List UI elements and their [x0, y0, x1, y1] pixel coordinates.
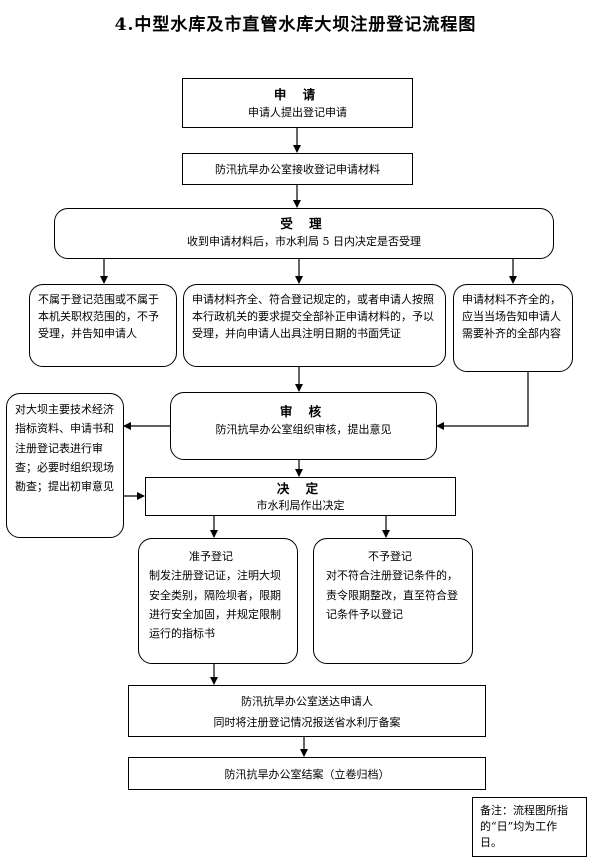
apply-text: 申请人提出登记申请: [248, 106, 347, 120]
reject-heading: 不予登记: [368, 550, 412, 563]
accept-text: 收到申请材料后，市水利局 5 日内决定是否受理: [187, 235, 421, 249]
review-heading: 审 核: [279, 404, 328, 419]
close-text: 防汛抗旱办公室结案（立卷归档）: [224, 768, 390, 781]
accept-box: 受 理 收到申请材料后，市水利局 5 日内决定是否受理: [54, 208, 554, 259]
decide-heading: 决 定: [276, 481, 325, 496]
accept-heading: 受 理: [280, 216, 328, 231]
reject-text: 对不符合注册登记条件的，责令限期整改，直至符合登记条件予以登记: [326, 569, 458, 621]
approve-box: 准予登记 制发注册登记证，注明大坝安全类别，隔险坝者，限期进行安全加固，并规定限…: [138, 538, 298, 664]
note-text: 备注：流程图所指的“日”均为工作日。: [480, 804, 568, 849]
review-side-box: 对大坝主要技术经济指标资料、申请书和注册登记表进行审查；必要时组织现场勘查；提出…: [6, 393, 124, 538]
branch-left-box: 不属于登记范围或不属于本机关职权范围的，不予受理，并告知申请人: [29, 284, 177, 367]
review-box: 审 核 防汛抗旱办公室组织审核，提出意见: [170, 392, 437, 460]
receive-box: 防汛抗旱办公室接收登记申请材料: [182, 153, 413, 185]
decide-text: 市水利局作出决定: [256, 498, 345, 512]
apply-heading: 申 请: [273, 87, 322, 102]
branch-mid-text: 申请材料齐全、符合登记规定的，或者申请人按照本行政机关的要求提交全部补正申请材料…: [192, 293, 434, 341]
deliver-line2: 同时将注册登记情况报送省水利厅备案: [213, 715, 401, 729]
close-box: 防汛抗旱办公室结案（立卷归档）: [128, 757, 486, 790]
note-box: 备注：流程图所指的“日”均为工作日。: [472, 797, 587, 857]
deliver-line1: 防汛抗旱办公室送达申请人: [241, 695, 373, 708]
branch-mid-box: 申请材料齐全、符合登记规定的，或者申请人按照本行政机关的要求提交全部补正申请材料…: [183, 284, 446, 367]
review-text: 防汛抗旱办公室组织审核，提出意见: [215, 423, 392, 437]
approve-heading: 准予登记: [189, 550, 233, 563]
review-side-text: 对大坝主要技术经济指标资料、申请书和注册登记表进行审查；必要时组织现场勘查；提出…: [15, 403, 114, 493]
deliver-box: 防汛抗旱办公室送达申请人 同时将注册登记情况报送省水利厅备案: [128, 685, 486, 737]
branch-right-box: 申请材料不齐全的，应当当场告知申请人需要补齐的全部内容: [453, 284, 573, 372]
arrow-right-review: [436, 372, 529, 430]
apply-box: 申 请 申请人提出登记申请: [182, 78, 413, 128]
approve-text: 制发注册登记证，注明大坝安全类别，隔险坝者，限期进行安全加固，并规定限制运行的指…: [149, 569, 281, 640]
page-title: 4.中型水库及市直管水库大坝注册登记流程图: [114, 15, 477, 35]
receive-text: 防汛抗旱办公室接收登记申请材料: [215, 163, 380, 176]
decide-box: 决 定 市水利局作出决定: [145, 477, 456, 516]
reject-box: 不予登记 对不符合注册登记条件的，责令限期整改，直至符合登记条件予以登记: [313, 538, 473, 664]
branch-right-text: 申请材料不齐全的，应当当场告知申请人需要补齐的全部内容: [462, 293, 561, 341]
branch-left-text: 不属于登记范围或不属于本机关职权范围的，不予受理，并告知申请人: [38, 293, 159, 341]
